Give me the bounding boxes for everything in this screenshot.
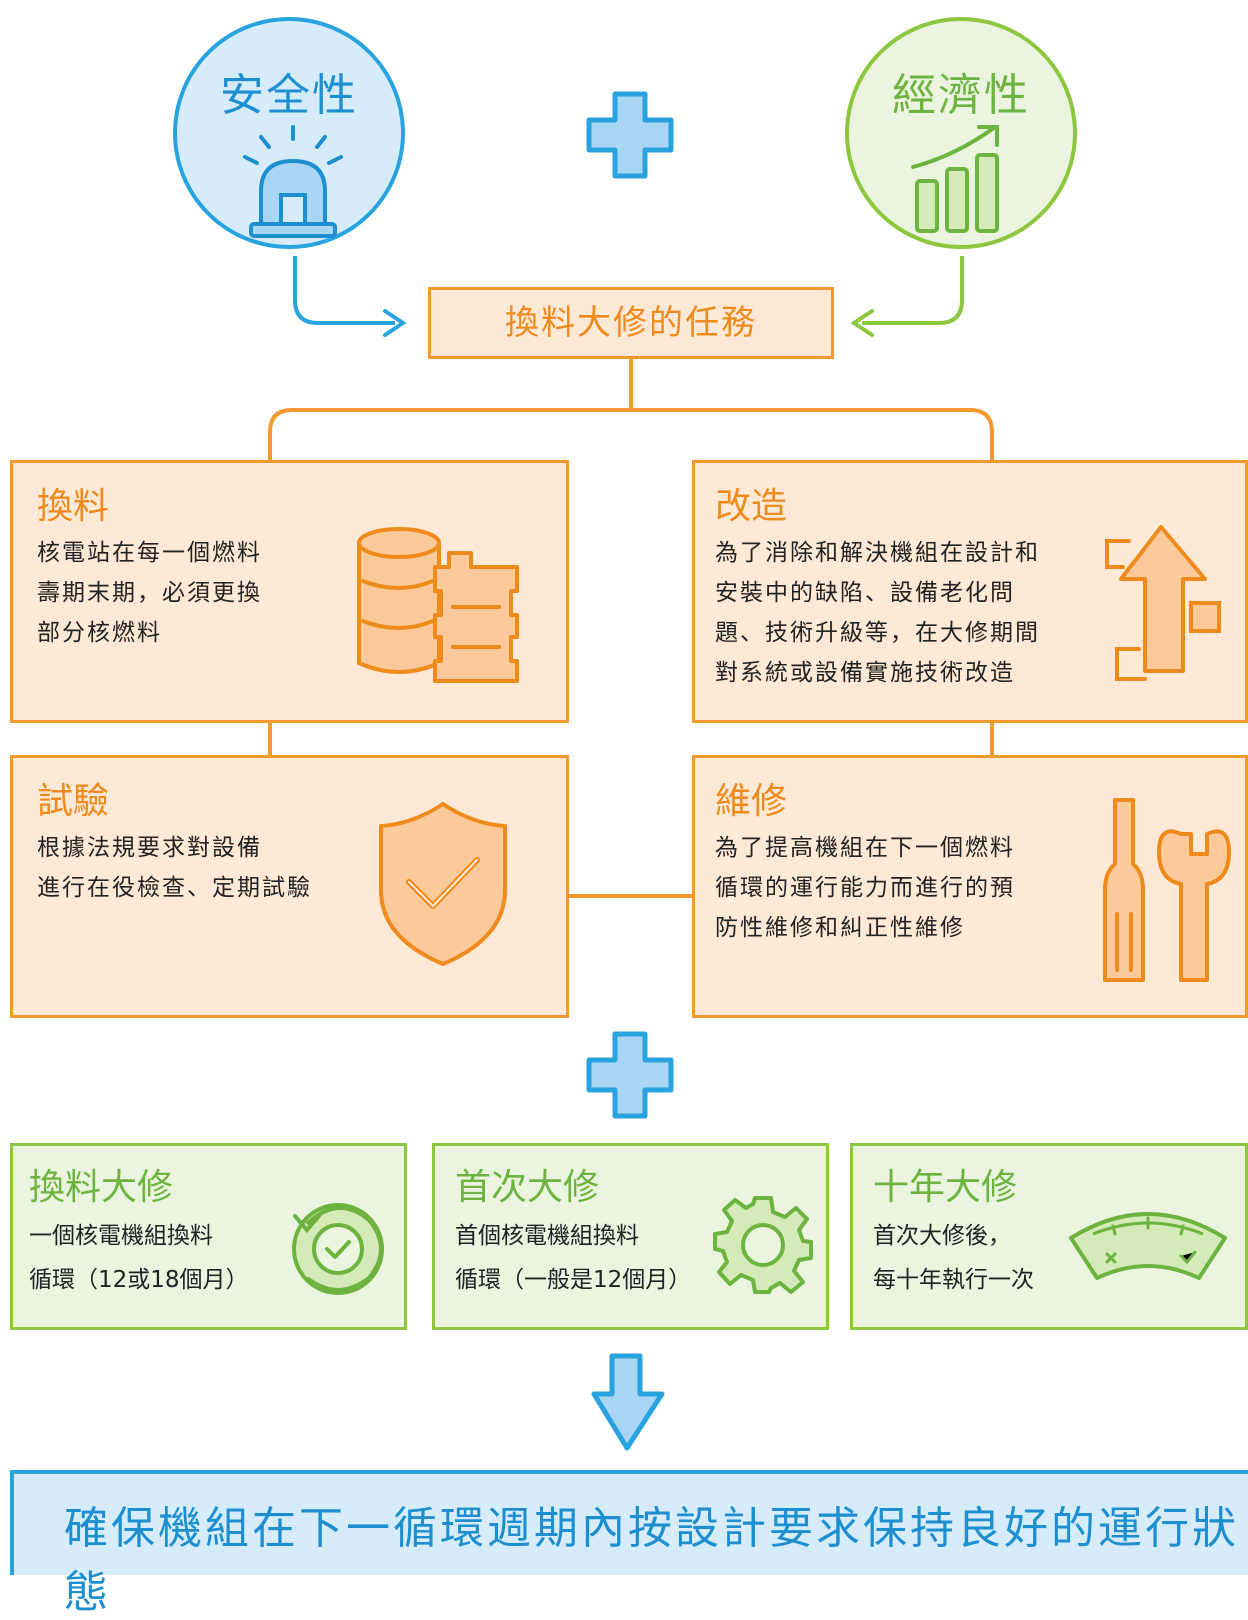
task-retrofit: 改造 為了消除和解決機組在設計和 安裝中的缺陷、設備老化問 題、技術升級等，在大…	[692, 460, 1248, 723]
down-arrow-icon	[591, 1353, 665, 1451]
task-retrofit-desc: 為了消除和解決機組在設計和 安裝中的缺陷、設備老化問 題、技術升級等，在大修期間…	[715, 540, 1040, 686]
type-decade-outage-desc: 首次大修後， 每十年執行一次	[873, 1223, 1034, 1293]
safety-circle: 安全性	[173, 17, 405, 249]
conclusion-banner: 確保機組在下一循環週期內按設計要求保持良好的運行狀態	[10, 1470, 1248, 1618]
safety-title: 安全性	[220, 70, 358, 121]
type-refuel-outage-title: 換料大修	[29, 1167, 174, 1208]
task-maintenance-desc: 為了提高機組在下一個燃料 循環的運行能力而進行的預 防性維修和糾正性維修	[715, 835, 1015, 941]
task-retrofit-title: 改造	[715, 486, 788, 527]
plus-icon	[586, 91, 674, 179]
gear-icon	[713, 1196, 813, 1294]
type-refuel-outage-desc: 一個核電機組換料 循環（12或18個月）	[29, 1223, 249, 1293]
task-title-box: 換料大修的任務	[428, 287, 834, 359]
type-first-outage-title: 首次大修	[455, 1167, 600, 1208]
economy-title: 經濟性	[892, 70, 1030, 121]
fuel-barrels-icon	[357, 527, 519, 683]
tools-icon	[1103, 798, 1231, 982]
upgrade-arrow-icon	[1105, 525, 1221, 681]
type-first-outage-desc: 首個核電機組換料 循環（一般是12個月）	[455, 1223, 692, 1293]
task-testing: 試驗 根據法規要求對設備 進行在役檢查、定期試驗	[10, 755, 569, 1018]
gauge-icon	[1069, 1212, 1227, 1280]
task-testing-desc: 根據法規要求對設備 進行在役檢查、定期試驗	[37, 835, 312, 901]
type-first-outage: 首次大修 首個核電機組換料 循環（一般是12個月）	[432, 1143, 829, 1330]
cycle-check-icon	[292, 1203, 384, 1295]
plus-icon	[586, 1031, 674, 1119]
task-maintenance-title: 維修	[715, 781, 788, 822]
type-decade-outage-title: 十年大修	[873, 1167, 1018, 1208]
conclusion-text: 確保機組在下一循環週期內按設計要求保持良好的運行狀態	[64, 1503, 1239, 1618]
connector-lines	[268, 256, 994, 898]
task-testing-title: 試驗	[37, 781, 110, 822]
task-refuel-title: 換料	[37, 486, 110, 527]
task-refuel-desc: 核電站在每一個燃料 壽期末期，必須更換 部分核燃料	[37, 540, 262, 646]
type-decade-outage: 十年大修 首次大修後， 每十年執行一次	[850, 1143, 1248, 1330]
task-maintenance: 維修 為了提高機組在下一個燃料 循環的運行能力而進行的預 防性維修和糾正性維修	[692, 755, 1248, 1018]
growth-chart-icon	[911, 125, 999, 233]
task-refuel: 換料 核電站在每一個燃料 壽期末期，必須更換 部分核燃料	[10, 460, 569, 723]
shield-check-icon	[379, 802, 507, 966]
economy-circle: 經濟性	[845, 17, 1077, 249]
siren-icon	[243, 125, 343, 238]
type-refuel-outage: 換料大修 一個核電機組換料 循環（12或18個月）	[10, 1143, 407, 1330]
